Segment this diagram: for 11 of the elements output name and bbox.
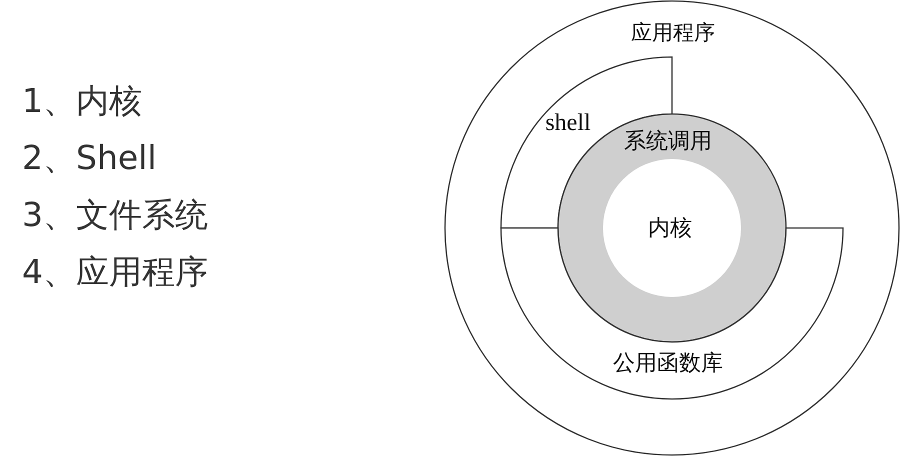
application-layer-circle xyxy=(444,0,900,456)
numbered-point: 2、Shell xyxy=(22,138,156,178)
layer-label: shell xyxy=(545,110,591,136)
numbered-point: 1、内核 xyxy=(22,81,142,121)
layer-label: 公用函数库 xyxy=(613,350,723,376)
layer-label: 应用程序 xyxy=(631,21,715,45)
layer-label: 内核 xyxy=(648,216,692,240)
numbered-point: 3、文件系统 xyxy=(22,195,208,235)
kernel-core-circle xyxy=(602,158,742,298)
layer-label: 系统调用 xyxy=(624,128,712,154)
numbered-point: 4、应用程序 xyxy=(22,252,208,292)
